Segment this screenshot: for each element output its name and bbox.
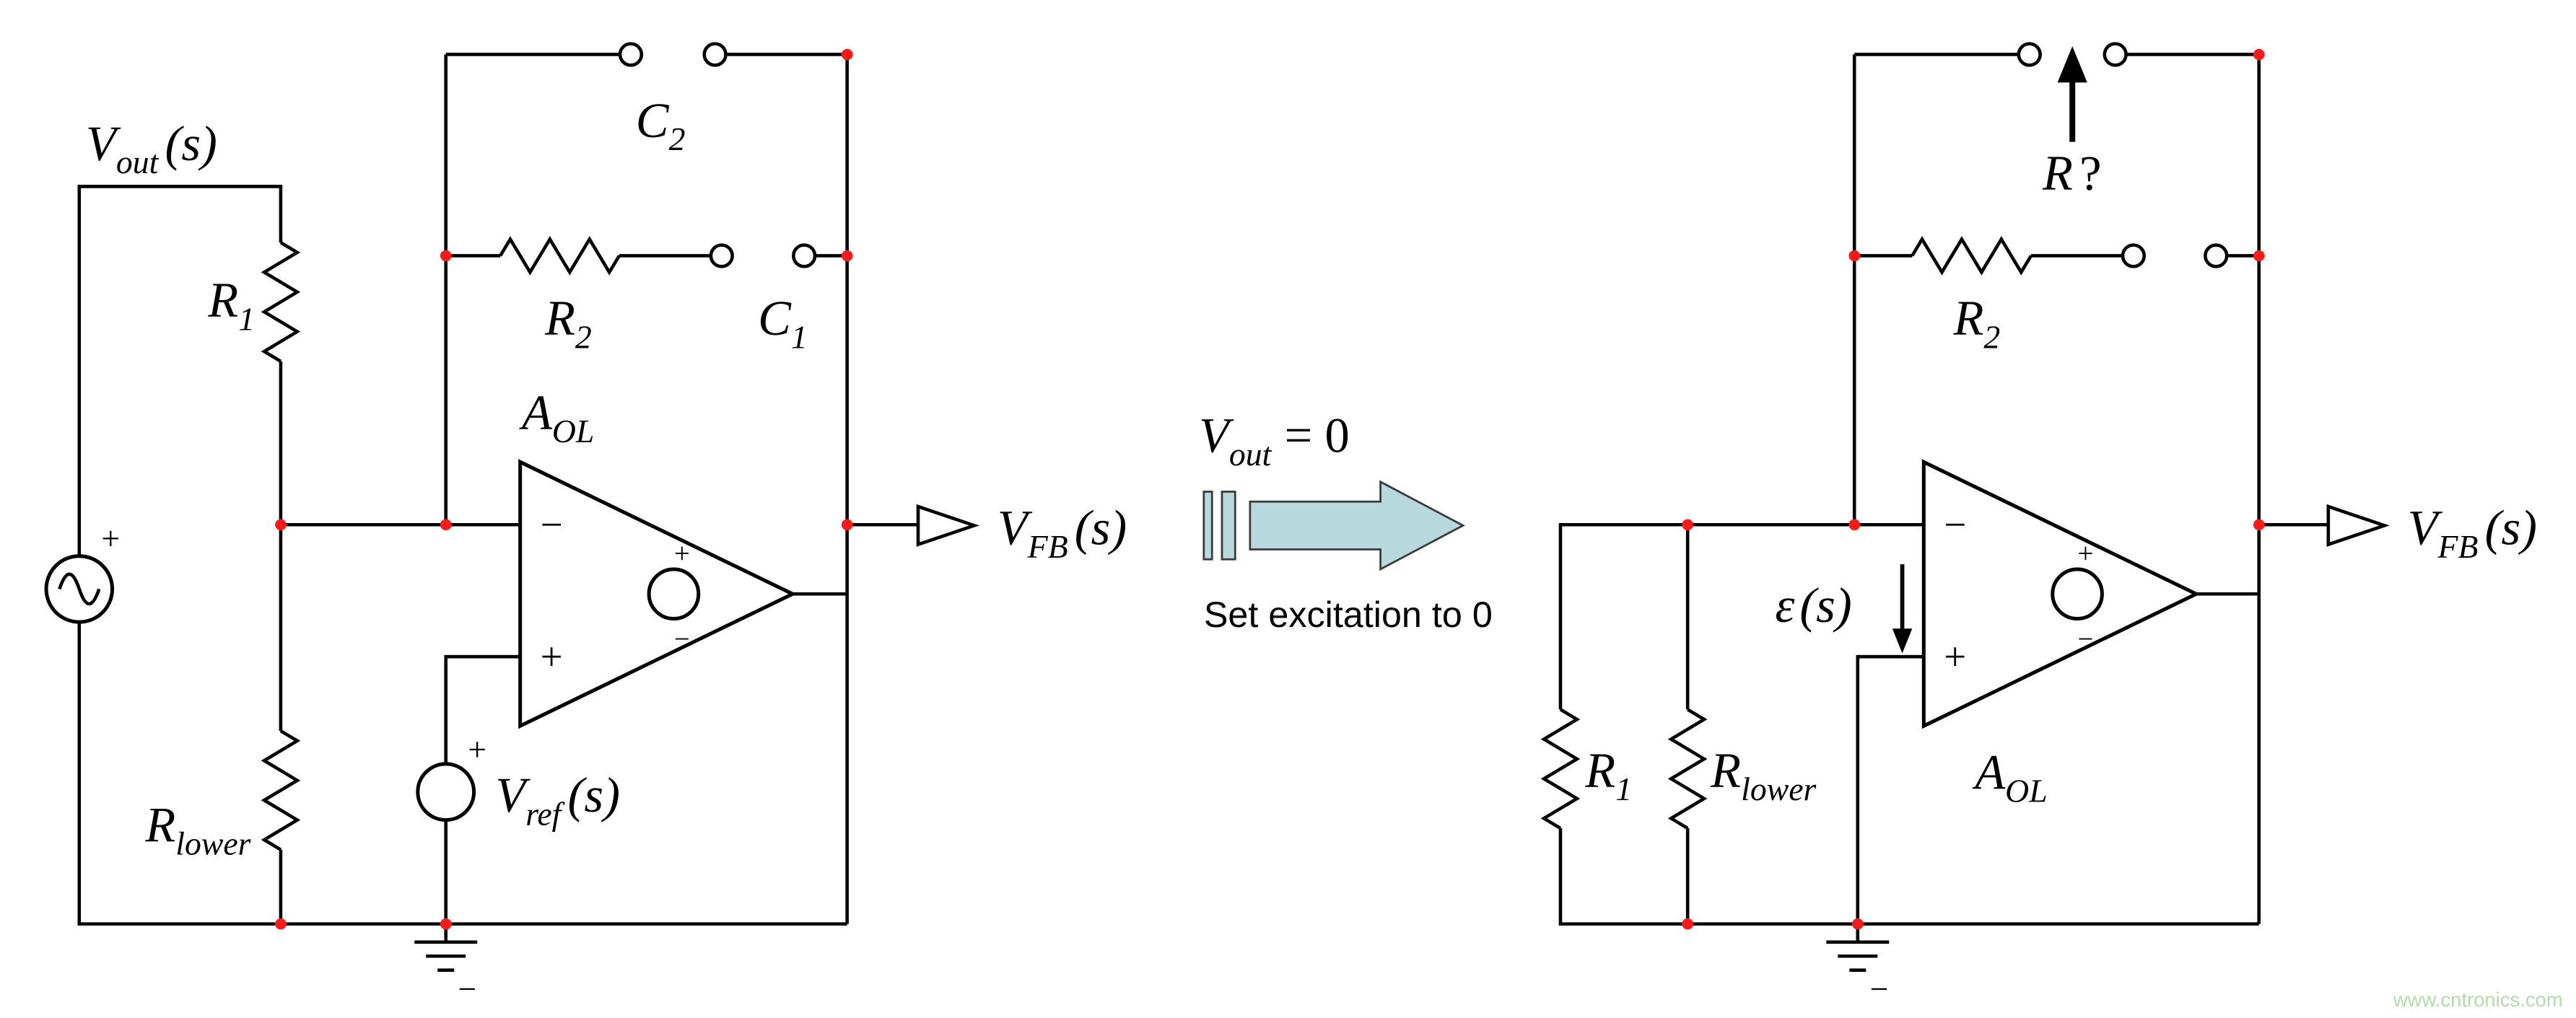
junction-dot (841, 48, 853, 61)
ground-lines (414, 923, 478, 972)
junction-dot (2253, 48, 2265, 61)
label-vref: Vref(s) (495, 768, 620, 832)
junction-dot (275, 519, 287, 531)
junction-dots (1682, 48, 2265, 930)
junction-dots (275, 48, 853, 930)
right-circuit: − + + − − R? R2 R1 Rlower ε(s) (1540, 42, 2537, 1007)
junction-dot (440, 918, 452, 930)
resistor-rlower (1667, 708, 1708, 830)
label-vout-equals-zero: Vout= 0 (1199, 408, 1350, 473)
junction-dot (440, 250, 452, 262)
ground-symbol: − (414, 923, 478, 1007)
terminal-circle (2204, 243, 2229, 268)
terminal-circle (618, 42, 644, 67)
label-r1: R1 (1584, 743, 1632, 807)
open-terminals (2017, 42, 2229, 268)
junction-dot (841, 519, 853, 531)
dependent-source-minus-sign: − (2078, 624, 2094, 655)
transform-caption: Set excitation to 0 (1204, 594, 1493, 635)
junction-dot (1682, 918, 1693, 930)
vout-source: + (44, 520, 120, 624)
terminal-circle (2103, 42, 2128, 67)
ground-symbol: − (1826, 923, 1890, 1007)
opamp-plus-input-sign: + (541, 634, 563, 678)
ground-lines (1826, 923, 1890, 972)
label-rlower: Rlower (144, 797, 250, 861)
label-r2: R2 (1952, 291, 2000, 355)
dependent-source-plus-sign: + (2078, 538, 2094, 569)
terminal-circle (2121, 243, 2147, 268)
dependent-source-minus-sign: − (674, 624, 690, 655)
dependent-source-circle (2051, 567, 2104, 621)
junction-dot (2253, 519, 2265, 531)
junction-dot (440, 519, 452, 531)
terminal-circle (2017, 42, 2042, 67)
output-arrowhead (916, 504, 979, 547)
resistor-rlower (261, 729, 301, 851)
opamp-minus-input-sign: − (541, 503, 563, 547)
opamp: − + + − (1921, 459, 2201, 729)
sine-icon (58, 572, 101, 606)
label-r2: R2 (544, 291, 592, 355)
output-arrowhead (2326, 504, 2390, 547)
dependent-source-circle (647, 567, 701, 621)
dependent-source-plus-sign: + (674, 538, 690, 569)
label-rlower: Rlower (1710, 743, 1816, 807)
resistor-r2 (499, 236, 621, 276)
wires (1558, 53, 2328, 926)
opamp-minus-input-sign: − (1944, 503, 1966, 547)
transform-arrow-icon (1202, 480, 1465, 571)
terminal-circle (702, 42, 728, 67)
source-plus-sign: + (101, 520, 120, 557)
resistor-r1 (1540, 708, 1581, 830)
junction-dot (1848, 519, 1861, 531)
junction-dot (1682, 519, 1693, 531)
label-vfb: VFB(s) (997, 501, 1127, 565)
label-r1: R1 (207, 273, 255, 337)
resistor-r1 (261, 241, 301, 363)
junction-dot (1848, 250, 1861, 262)
left-circuit: + − + + − + − (44, 42, 1127, 1007)
junction-dot (1852, 918, 1864, 930)
label-vfb: VFB(s) (2408, 501, 2537, 565)
r-direction-arrow (2057, 46, 2087, 142)
junction-dot (2253, 250, 2265, 262)
label-vout: Vout(s) (86, 116, 217, 180)
opamp: − + + − (518, 459, 797, 729)
opamp-plus-input-sign: + (1944, 634, 1966, 678)
arrow-body (1249, 480, 1465, 571)
resistor-r2 (1911, 236, 2033, 276)
arrow-head (2057, 46, 2087, 83)
label-epsilon: ε(s) (1775, 578, 1851, 633)
label-aol: AOL (519, 385, 594, 449)
label-aol: AOL (1972, 745, 2047, 809)
ground-minus-sign: − (1870, 970, 1889, 1007)
open-terminals (618, 42, 817, 268)
vref-circle (416, 762, 476, 822)
arrow-bar (1221, 491, 1236, 561)
junction-dot (275, 918, 287, 930)
label-c1: C1 (758, 291, 808, 355)
label-c2: C2 (636, 93, 686, 157)
label-r-unknown: R? (2042, 146, 2102, 201)
vref-plus-sign: + (468, 731, 486, 768)
watermark: www.cntronics.com (2393, 988, 2563, 1011)
epsilon-arrow (1892, 564, 1913, 654)
wires (77, 53, 919, 926)
junction-dot (841, 250, 853, 262)
terminal-circle (709, 243, 734, 268)
vref-source: + (416, 731, 486, 822)
arrow-head (1892, 628, 1913, 654)
ground-minus-sign: − (458, 970, 477, 1007)
transform-block: Vout= 0 Set excitation to 0 (1199, 408, 1493, 635)
terminal-circle (792, 243, 817, 268)
arrow-bar (1202, 491, 1213, 561)
